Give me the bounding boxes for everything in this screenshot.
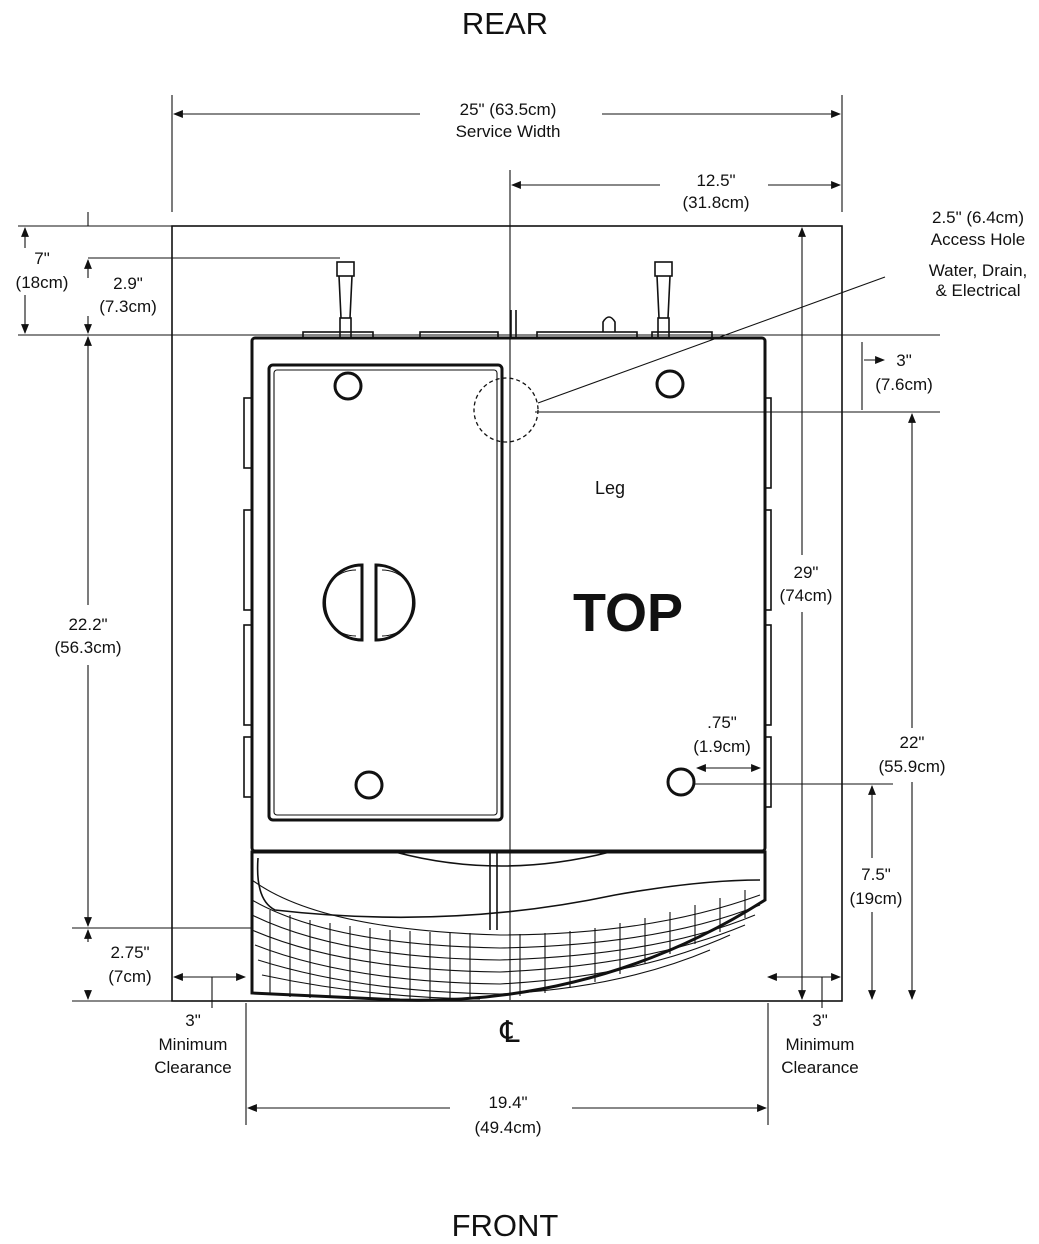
right-clearance-dim: 3" [812,1011,828,1030]
leg-hole-bottom-left [354,770,384,800]
service-area-outline [171,225,843,1002]
access-hole-dim: 2.5" (6.4cm) [932,208,1024,227]
access-hole-electrical: & Electrical [935,281,1020,300]
right-clearance-label: Minimum [786,1035,855,1054]
front-overhang-dim: 2.75" [110,943,149,962]
rear-label: REAR [462,6,548,41]
rear-clearance-dim: 7" [34,249,50,268]
body-depth-cm: (56.3cm) [54,638,121,657]
leg-front-cm: (19cm) [850,889,903,908]
access-hole-services: Water, Drain, [929,261,1028,280]
leg-inset-cm: (1.9cm) [693,737,751,756]
leg-front-dim: 7.5" [861,865,891,884]
front-label: FRONT [452,1208,559,1243]
half-width-dim: 12.5" [696,171,735,190]
front-overhang-cm: (7cm) [108,967,151,986]
faucet-right [654,261,673,339]
hole-from-back-dim: 3" [896,351,912,370]
basin [250,850,767,1002]
service-width-label: Service Width [456,122,561,141]
access-hole-label: Access Hole [931,230,1025,249]
leg-hole-top-left [333,371,363,401]
total-depth-dim: 29" [794,563,819,582]
half-width-cm: (31.8cm) [682,193,749,212]
total-depth-cm: (74cm) [780,586,833,605]
faucet-left [336,261,355,339]
leg-span-cm: (55.9cm) [878,757,945,776]
top-label: TOP [573,583,683,643]
rear-clearance-cm: (18cm) [16,273,69,292]
left-clearance-dim: 3" [185,1011,201,1030]
access-hole-leader [537,276,886,404]
unit-width-cm: (49.4cm) [474,1118,541,1137]
hole-from-back-cm: (7.6cm) [875,375,933,394]
drain-handle [322,563,416,642]
body-depth-dim: 22.2" [68,615,107,634]
leg-hole-top-right [655,369,685,399]
rear-offset-cm: (7.3cm) [99,297,157,316]
rear-offset-dim: 2.9" [113,274,143,293]
access-hole [473,377,539,443]
leg-inset-dim: .75" [707,713,737,732]
unit-body [243,310,772,853]
unit-width-dim: 19.4" [488,1093,527,1112]
leg-span-dim: 22" [900,733,925,752]
centerline-symbol: ℄ [499,1016,519,1049]
left-clearance-label: Minimum [159,1035,228,1054]
leg-hole-bottom-right [666,767,696,797]
leg-label: Leg [595,478,625,498]
drip-tray [267,363,504,822]
left-clearance-label-2: Clearance [154,1058,232,1077]
right-clearance-label-2: Clearance [781,1058,859,1077]
service-width-dim: 25" (63.5cm) [460,100,557,119]
